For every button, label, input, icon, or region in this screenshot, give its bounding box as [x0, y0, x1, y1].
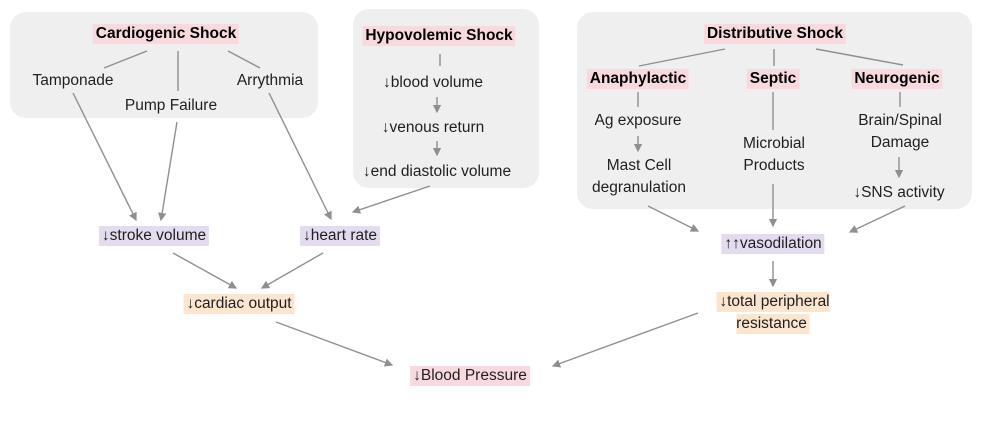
distributive-shock-group-box	[577, 12, 972, 209]
node-microbial-products: Microbial Products	[727, 133, 822, 177]
blood-volume-label: ↓blood volume	[383, 74, 483, 91]
node-decreased-total-peripheral-resistance: ↓total peripheral resistance	[701, 291, 846, 335]
arrow-sns-activity-to-vasodilation	[848, 205, 906, 233]
node-decreased-heart-rate: ↓heart rate	[299, 225, 381, 246]
blood-pressure-label: ↓Blood Pressure	[410, 366, 530, 386]
neurogenic-label: Neurogenic	[851, 69, 943, 89]
end-diastolic-volume-label: ↓end diastolic volume	[362, 163, 512, 180]
node-decreased-cardiac-output: ↓cardiac output	[183, 293, 295, 314]
arrow-total-peripheral-resistance-to-blood-pressure	[551, 312, 699, 368]
mast-cell-degranulation-label: Mast Cell degranulation	[592, 157, 686, 196]
brain-spinal-damage-label: Brain/Spinal Damage	[858, 112, 942, 151]
arrow-cardiac-output-to-blood-pressure	[275, 321, 394, 367]
vasodilation-label: ↑↑vasodilation	[721, 234, 825, 254]
arrow-stroke-volume-to-cardiac-output	[172, 252, 238, 289]
node-neurogenic: Neurogenic	[851, 68, 943, 89]
arrow-pump-failure-to-stroke-volume	[158, 121, 178, 222]
node-distributive-shock-title: Distributive Shock	[703, 23, 847, 44]
node-decreased-stroke-volume: ↓stroke volume	[98, 225, 210, 246]
node-ag-exposure: Ag exposure	[594, 110, 681, 131]
pump-failure-label: Pump Failure	[124, 97, 218, 114]
node-tamponade: Tamponade	[32, 70, 113, 91]
node-decreased-venous-return: ↓venous return	[382, 117, 485, 138]
node-decreased-blood-volume: ↓blood volume	[383, 72, 483, 93]
stroke-volume-label: ↓stroke volume	[98, 226, 210, 246]
node-arrythmia: Arrythmia	[237, 70, 303, 91]
node-pump-failure: Pump Failure	[125, 95, 217, 116]
node-septic: Septic	[746, 68, 800, 89]
cardiogenic-shock-label: Cardiogenic Shock	[92, 24, 240, 44]
distributive-shock-label: Distributive Shock	[703, 24, 847, 44]
arrow-end-diastolic-volume-to-heart-rate	[351, 185, 431, 214]
sns-activity-label: ↓SNS activity	[853, 184, 945, 201]
cardiac-output-label: ↓cardiac output	[183, 294, 295, 314]
arrow-heart-rate-to-cardiac-output	[260, 252, 324, 289]
total-peripheral-resistance-label: ↓total peripheral resistance	[716, 292, 830, 334]
hypovolemic-shock-label: Hypovolemic Shock	[362, 26, 516, 46]
arrythmia-label: Arrythmia	[236, 72, 304, 89]
microbial-products-label: Microbial Products	[742, 135, 805, 174]
node-hypovolemic-shock-title: Hypovolemic Shock	[362, 25, 516, 46]
anaphylactic-label: Anaphylactic	[586, 69, 690, 89]
node-cardiogenic-shock-title: Cardiogenic Shock	[92, 23, 240, 44]
node-decreased-sns-activity: ↓SNS activity	[853, 182, 944, 203]
septic-label: Septic	[746, 69, 800, 89]
node-anaphylactic: Anaphylactic	[586, 68, 690, 89]
node-increased-vasodilation: ↑↑vasodilation	[721, 233, 825, 254]
venous-return-label: ↓venous return	[381, 119, 485, 136]
node-mast-cell-degranulation: Mast Cell degranulation	[577, 155, 702, 199]
tamponade-label: Tamponade	[32, 72, 114, 89]
ag-exposure-label: Ag exposure	[594, 112, 682, 129]
node-decreased-blood-pressure: ↓Blood Pressure	[410, 365, 530, 386]
heart-rate-label: ↓heart rate	[299, 226, 381, 246]
node-decreased-end-diastolic-volume: ↓end diastolic volume	[363, 161, 511, 182]
arrow-mast-cell-degranulation-to-vasodilation	[647, 205, 700, 232]
node-brain-spinal-damage: Brain/Spinal Damage	[848, 110, 953, 154]
